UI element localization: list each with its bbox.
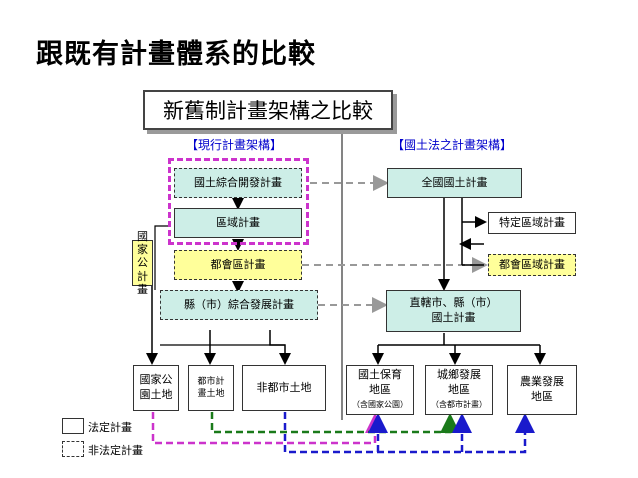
special-area-plan-box: 特定區域計畫 (488, 212, 576, 234)
conservation-area-box: 國土保育地區 （含國家公園） (346, 365, 414, 415)
national-plan-label: 國家公計畫 (132, 230, 153, 296)
national-park-land-line1: 國家公 (139, 373, 173, 387)
purple-dashed-frame (168, 158, 309, 245)
regional-plan-box: 區域計畫 (174, 208, 302, 238)
national-park-land-box: 國家公園土地 (133, 365, 179, 411)
national-plan-box: 全國國土計畫 (387, 168, 522, 198)
arrow-regional-to-county-side (154, 225, 170, 290)
page-title: 跟既有計畫體系的比較 (36, 39, 316, 70)
legend-statutory-label: 法定計畫 (88, 421, 132, 434)
municipal-plan-box: 直轄市、縣（市）國土計畫 (386, 290, 521, 332)
agricultural-area-box: 農業發展地區 (507, 365, 577, 415)
urban-plan-land-line1: 都市計 (197, 376, 225, 387)
legend-non-statutory-label: 非法定計畫 (88, 444, 143, 457)
urban-rural-area-note: （含都市計畫） (431, 400, 487, 410)
conservation-area-line1: 國土保育 (358, 367, 402, 381)
legend-dashed-box (62, 441, 84, 457)
conservation-area-note: （含國家公園） (352, 400, 408, 410)
urban-rural-area-line2: 地區 (448, 382, 470, 396)
banner-title: 新舊制計畫架構之比較 (143, 90, 393, 130)
arrow-to-non-urban (269, 330, 291, 365)
conservation-area-line2: 地區 (369, 382, 391, 396)
national-park-land-line2: 園土地 (139, 388, 173, 401)
urban-plan-land-line2: 畫土地 (197, 389, 225, 399)
municipal-plan-line2: 國土計畫 (431, 311, 476, 324)
right-section-header: 【國土法之計畫架構】 (392, 138, 513, 152)
county-plan-box: 縣（市）綜合發展計畫 (160, 290, 318, 320)
non-urban-land-box: 非都市土地 (242, 365, 326, 411)
municipal-plan-line1: 直轄市、縣（市） (409, 296, 498, 310)
agricultural-area-line2: 地區 (531, 390, 553, 403)
legend-solid-box (62, 418, 84, 434)
left-section-header: 【現行計畫架構】 (186, 138, 283, 152)
urban-rural-area-line1: 城鄉發展 (437, 367, 481, 381)
green-mapping-line (210, 412, 460, 434)
metro-area-plan-box: 都會區域計畫 (488, 254, 576, 276)
urban-plan-land-box: 都市計畫土地 (188, 365, 234, 411)
metropolitan-plan-box: 都會區計畫 (174, 250, 302, 280)
blue-mapping-line (283, 412, 535, 454)
agricultural-area-line1: 農業發展 (520, 375, 564, 389)
national-land-plan-box: 國土綜合開發計畫 (174, 168, 302, 198)
urban-rural-area-box: 城鄉發展地區 （含都市計畫） (425, 365, 493, 415)
